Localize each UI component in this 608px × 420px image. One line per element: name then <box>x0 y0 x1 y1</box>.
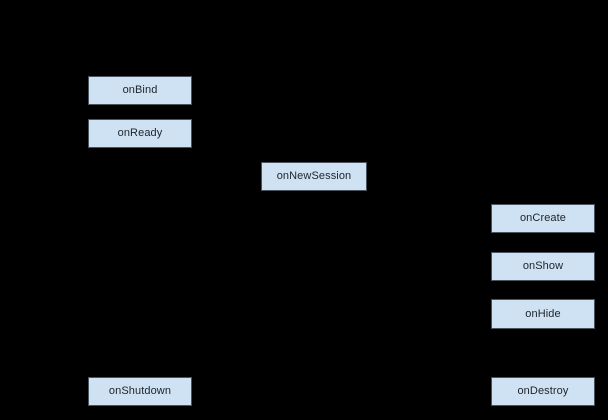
node-ondestroy: onDestroy <box>491 377 595 406</box>
node-onbind: onBind <box>88 76 192 105</box>
node-onshutdown: onShutdown <box>88 377 192 406</box>
node-onnewsession: onNewSession <box>261 162 367 191</box>
node-onready: onReady <box>88 119 192 148</box>
node-onhide: onHide <box>491 299 595 329</box>
node-onshow: onShow <box>491 252 595 281</box>
node-oncreate: onCreate <box>491 204 595 233</box>
